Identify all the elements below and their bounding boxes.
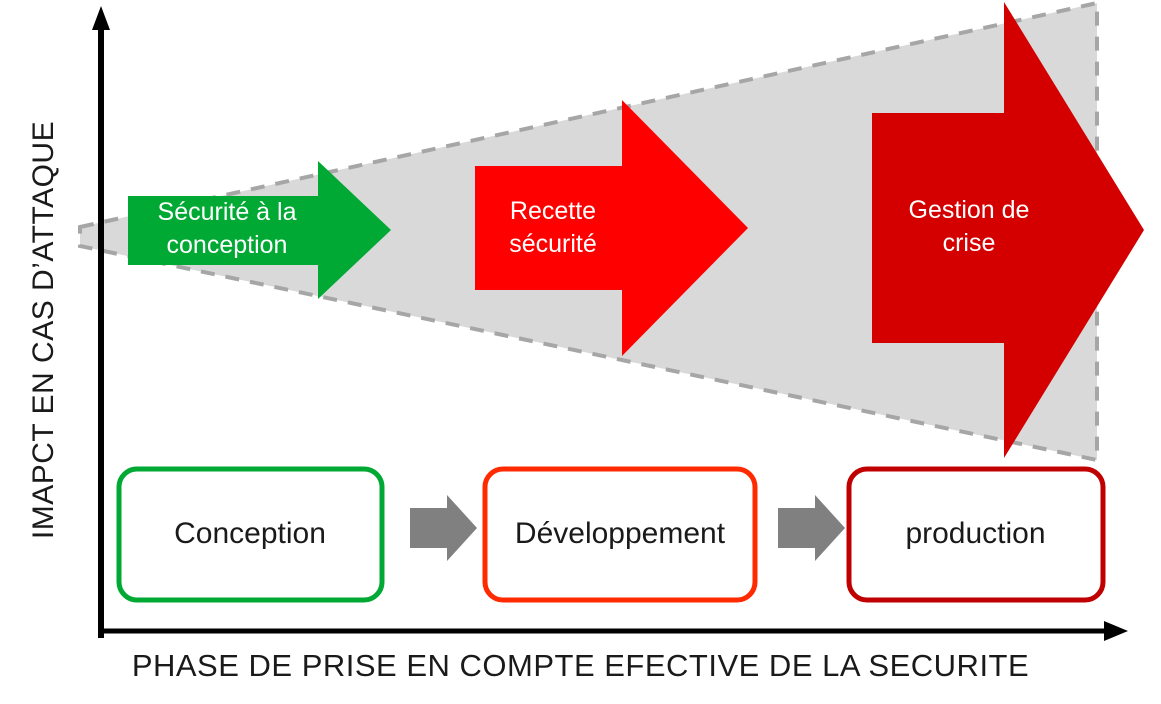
axis-lines: [92, 6, 1128, 641]
x-axis-label: PHASE DE PRISE EN COMPTE EFECTIVE DE LA …: [131, 648, 1030, 683]
y-axis-label: IMAPCT EN CAS D’ATTAQUE: [27, 120, 60, 540]
stage-box-conception[interactable]: [116, 466, 385, 603]
stage-box-developpement[interactable]: [482, 466, 758, 603]
phase-arrow-recette[interactable]: [475, 100, 748, 356]
connector-arrow-1: [410, 495, 477, 561]
connector-arrow-2: [778, 495, 845, 561]
phase-arrow-gestion-crise[interactable]: [872, 2, 1144, 458]
stage-box-production[interactable]: [846, 466, 1106, 603]
x-axis-arrowhead: [1104, 621, 1128, 641]
phase-arrow-conception[interactable]: [128, 161, 391, 299]
y-axis-arrowhead: [92, 6, 110, 30]
